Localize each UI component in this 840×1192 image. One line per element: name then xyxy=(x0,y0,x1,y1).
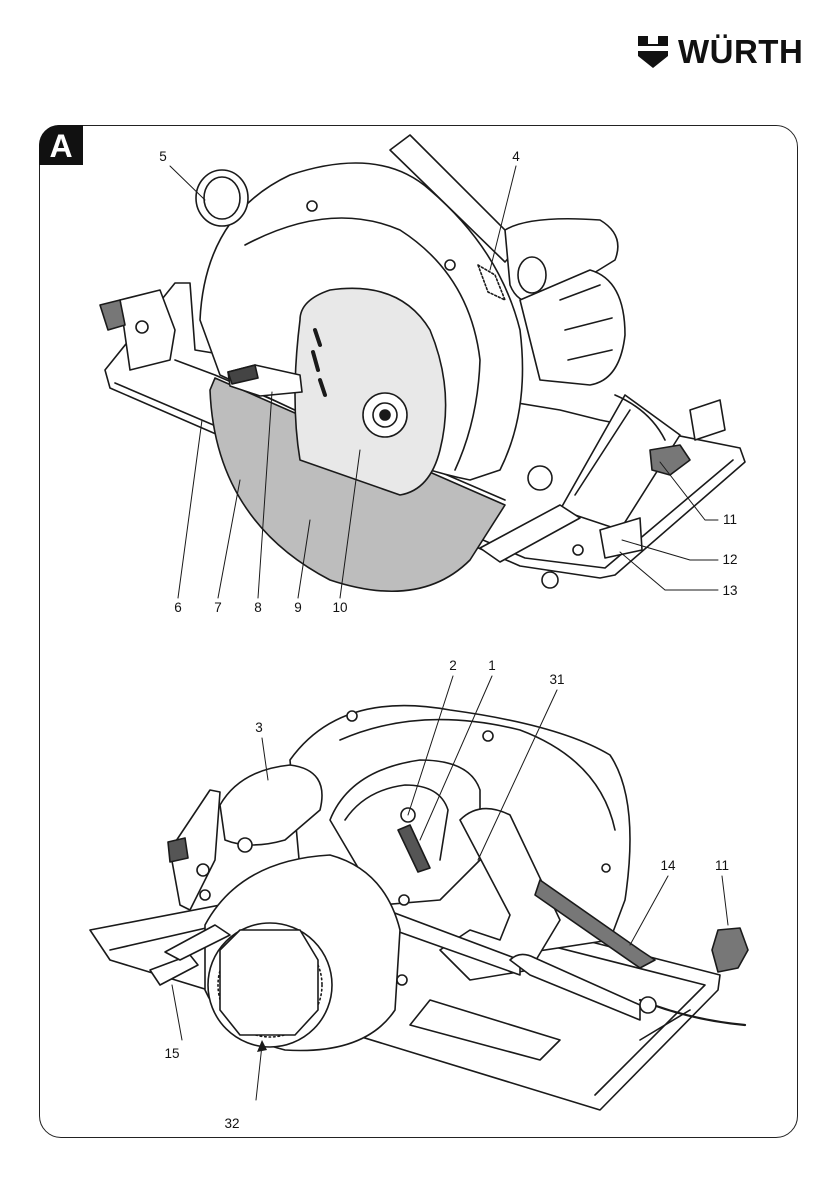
callout-11: 11 xyxy=(723,512,737,527)
callout-2: 2 xyxy=(449,658,457,673)
callout-32: 32 xyxy=(224,1116,239,1131)
callout-9: 9 xyxy=(294,600,302,615)
callout-14: 14 xyxy=(660,858,675,873)
callout-10: 10 xyxy=(332,600,347,615)
callout-6: 6 xyxy=(174,600,182,615)
saw-top-view xyxy=(100,135,745,591)
callout-12: 12 xyxy=(722,552,737,567)
callout-31: 31 xyxy=(549,672,564,687)
callout-13: 13 xyxy=(722,583,737,598)
callout-4: 4 xyxy=(512,149,520,164)
callout-5: 5 xyxy=(159,149,167,164)
saw-bottom-view xyxy=(90,706,748,1110)
callout-7: 7 xyxy=(214,600,222,615)
callout-8: 8 xyxy=(254,600,262,615)
callout-15: 15 xyxy=(164,1046,179,1061)
callout-11-bottom: 11 xyxy=(715,858,729,873)
callout-1: 1 xyxy=(488,658,496,673)
callout-3: 3 xyxy=(255,720,263,735)
